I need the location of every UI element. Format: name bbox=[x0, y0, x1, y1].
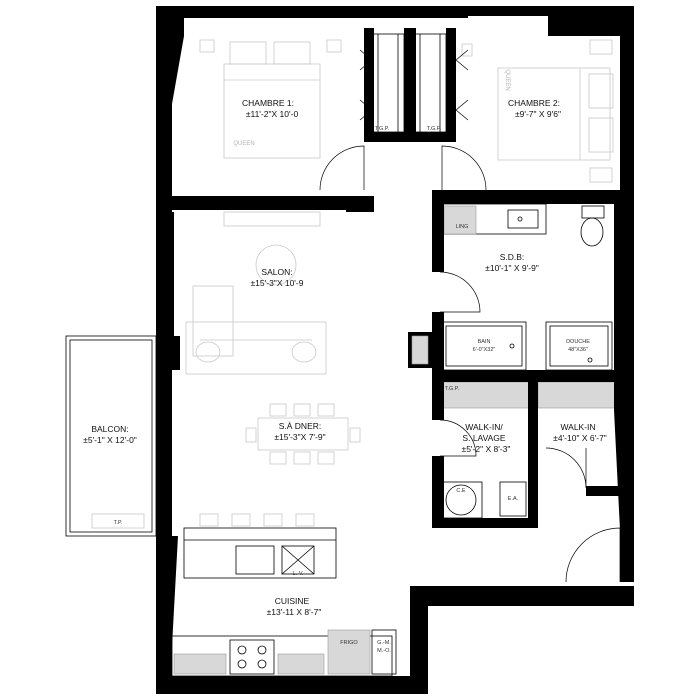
sadiner-name: S.À DNER: bbox=[279, 421, 322, 431]
chambre2-name: CHAMBRE 2: bbox=[508, 98, 560, 108]
bain-label: BAIN bbox=[478, 339, 491, 345]
chambre2-dims: ±9'-7" X 9'6" bbox=[515, 109, 561, 119]
furniture-layer bbox=[91, 39, 614, 529]
mo-label: M.-O. bbox=[377, 648, 391, 654]
room-labels: CHAMBRE 1: ±11'-2"X 10'-0 CHAMBRE 2: ±9'… bbox=[83, 98, 607, 617]
dining-table bbox=[245, 403, 361, 465]
cuisine-name: CUISINE bbox=[275, 596, 310, 606]
gm-label: G.-M. bbox=[377, 640, 391, 646]
balcon-name: BALCON: bbox=[91, 424, 128, 434]
sdb-dims: ±10'-1" X 9'-9" bbox=[485, 263, 539, 273]
ea-label: E.A. bbox=[508, 496, 519, 502]
bain-dim-label: 6'-0"X32" bbox=[473, 347, 496, 353]
sadiner-dims: ±15'-3"X 7'-9" bbox=[274, 432, 325, 442]
chambre1-dims: ±11'-2"X 10'-0 bbox=[246, 109, 299, 119]
douche-label: DOUCHE bbox=[566, 339, 590, 345]
walkin-fixtures bbox=[441, 381, 621, 519]
queen2-label: QUEEN bbox=[504, 69, 510, 90]
bed-chambre2 bbox=[461, 39, 614, 183]
tgp1-label: T.G.P. bbox=[375, 126, 390, 132]
walkin-lavage-dims: ±5'-2" X 8'-3" bbox=[462, 444, 511, 454]
walkin-lavage-name2: S. LAVAGE bbox=[462, 433, 505, 443]
doors bbox=[319, 145, 621, 583]
tp-label: T.P. bbox=[114, 520, 123, 526]
walkin-dims: ±4'-10" X 6'-7" bbox=[553, 433, 607, 443]
queen1-label: QUEEN bbox=[233, 141, 254, 147]
living-sofa bbox=[185, 211, 327, 375]
cuisine-dims: ±13'-11 X 8'-7" bbox=[267, 607, 322, 617]
island-stools bbox=[199, 513, 315, 527]
bed-chambre1 bbox=[199, 39, 342, 159]
bathroom-fixtures bbox=[441, 203, 613, 371]
ling-label: LING bbox=[456, 224, 469, 230]
balcon-dims: ±5'-1" X 12'-0" bbox=[83, 435, 137, 445]
salon-dims: ±15'-3"X 10'-9 bbox=[251, 278, 304, 288]
tgp2-label: T.G.P. bbox=[427, 126, 442, 132]
chambre1-name: CHAMBRE 1: bbox=[242, 98, 294, 108]
walkin-lavage-name: WALK-IN/ bbox=[465, 422, 503, 432]
frigo-label: FRIGO bbox=[340, 640, 358, 646]
sdb-name: S.D.B: bbox=[500, 252, 525, 262]
douche-dim-label: 48"X36" bbox=[568, 347, 588, 353]
kitchen-fixtures bbox=[171, 527, 397, 677]
walls bbox=[65, 6, 634, 694]
walkin-name: WALK-IN bbox=[560, 422, 595, 432]
fixture-labels: QUEEN QUEEN T.G.P. T.G.P. T.G.P. LING BA… bbox=[114, 69, 591, 654]
salon-name: SALON: bbox=[261, 267, 292, 277]
lv-label: L.-V. bbox=[292, 571, 304, 577]
ce-label: C.E bbox=[456, 488, 466, 494]
tgp3-label: T.G.P. bbox=[445, 386, 460, 392]
